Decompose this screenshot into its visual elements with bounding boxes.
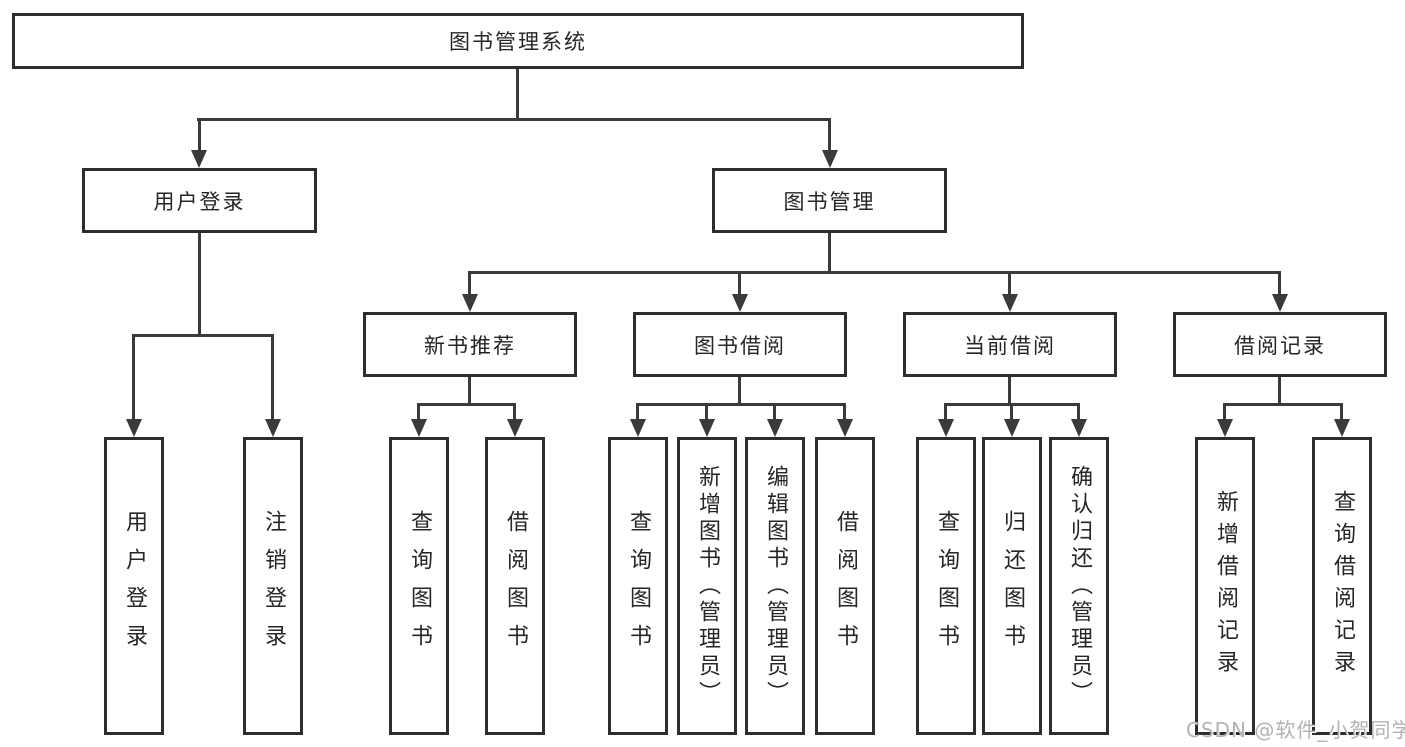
- arrowhead-icon: [265, 419, 281, 437]
- connector-line: [417, 405, 420, 419]
- node-book-borrowing: 图书借阅: [633, 312, 847, 377]
- connector-line: [843, 405, 846, 419]
- node-current-borrowing: 当前借阅: [903, 312, 1117, 377]
- connector-line: [271, 336, 274, 419]
- connector-line: [1223, 405, 1226, 419]
- node-new-book-recommend: 新书推荐: [363, 312, 577, 377]
- connector-line: [944, 403, 1080, 406]
- connector-line: [1008, 272, 1011, 294]
- connector-line: [636, 405, 639, 419]
- connector-line: [198, 233, 201, 337]
- arrowhead-icon: [699, 419, 715, 437]
- leaf-query-books-current: 查询图书: [916, 437, 976, 735]
- arrowhead-icon: [507, 419, 523, 437]
- node-book-management: 图书管理: [712, 168, 947, 233]
- arrowhead-icon: [191, 150, 207, 168]
- arrowhead-icon: [630, 419, 646, 437]
- arrowhead-icon: [938, 419, 954, 437]
- arrowhead-icon: [1071, 419, 1087, 437]
- connector-line: [636, 403, 846, 406]
- connector-line: [468, 271, 1281, 274]
- connector-line: [828, 233, 831, 274]
- arrowhead-icon: [411, 419, 427, 437]
- leaf-return-books: 归还图书: [982, 437, 1042, 735]
- connector-line: [738, 272, 741, 294]
- leaf-query-books-recommend: 查询图书: [389, 437, 449, 735]
- connector-line: [1077, 405, 1080, 419]
- arrowhead-icon: [1272, 294, 1288, 312]
- connector-line: [513, 405, 516, 419]
- connector-line: [1340, 405, 1343, 419]
- connector-line: [468, 377, 471, 405]
- arrowhead-icon: [1217, 419, 1233, 437]
- leaf-logout: 注销登录: [243, 437, 303, 735]
- leaf-query-borrow-record: 查询借阅记录: [1312, 437, 1372, 735]
- connector-line: [516, 69, 519, 121]
- connector-line: [1008, 377, 1011, 405]
- connector-line: [197, 118, 831, 121]
- connector-line: [132, 336, 135, 419]
- connector-line: [198, 120, 201, 150]
- leaf-confirm-return-admin: 确认归还（管理员）: [1049, 437, 1109, 735]
- connector-line: [417, 403, 516, 406]
- connector-line: [132, 334, 274, 337]
- arrowhead-icon: [822, 150, 838, 168]
- node-user-login-branch: 用户登录: [82, 168, 317, 233]
- connector-line: [944, 405, 947, 419]
- connector-line: [468, 272, 471, 294]
- connector-line: [1278, 377, 1281, 405]
- arrowhead-icon: [126, 419, 142, 437]
- leaf-add-borrow-record: 新增借阅记录: [1195, 437, 1255, 735]
- connector-line: [1223, 403, 1343, 406]
- arrowhead-icon: [462, 294, 478, 312]
- leaf-borrow-books-borrowing: 借阅图书: [815, 437, 875, 735]
- arrowhead-icon: [1002, 294, 1018, 312]
- arrowhead-icon: [1334, 419, 1350, 437]
- leaf-add-book-admin: 新增图书（管理员）: [677, 437, 737, 735]
- arrowhead-icon: [767, 419, 783, 437]
- connector-line: [773, 405, 776, 419]
- node-borrowing-records: 借阅记录: [1173, 312, 1387, 377]
- leaf-query-books-borrowing: 查询图书: [608, 437, 668, 735]
- leaf-user-login: 用户登录: [104, 437, 164, 735]
- node-library-management-system: 图书管理系统: [12, 13, 1024, 69]
- arrowhead-icon: [732, 294, 748, 312]
- leaf-edit-book-admin: 编辑图书（管理员）: [745, 437, 805, 735]
- connector-line: [1278, 272, 1281, 294]
- csdn-watermark: CSDN @软件_小贺同学: [1186, 718, 1405, 742]
- leaf-borrow-books-recommend: 借阅图书: [485, 437, 545, 735]
- connector-line: [1010, 405, 1013, 419]
- arrowhead-icon: [1004, 419, 1020, 437]
- arrowhead-icon: [837, 419, 853, 437]
- connector-line: [828, 120, 831, 150]
- connector-line: [705, 405, 708, 419]
- connector-line: [738, 377, 741, 405]
